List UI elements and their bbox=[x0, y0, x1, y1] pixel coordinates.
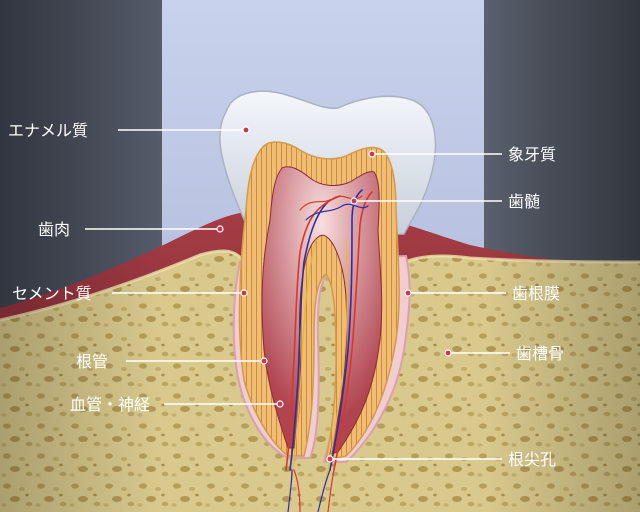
label-cementum: セメント質 bbox=[12, 284, 92, 303]
vessels-nerves bbox=[285, 189, 373, 512]
label-alveolar-bone: 歯槽骨 bbox=[516, 344, 564, 363]
leader-lines bbox=[85, 129, 510, 460]
leader-dots bbox=[216, 126, 452, 463]
shade-left bbox=[0, 0, 162, 512]
label-vessels-nerves: 血管・神経 bbox=[70, 395, 150, 414]
label-periodontal-ligament: 歯根膜 bbox=[512, 284, 560, 303]
label-enamel: エナメル質 bbox=[8, 121, 88, 140]
label-apical-foramen: 根尖孔 bbox=[508, 450, 556, 469]
shade-right bbox=[484, 0, 640, 512]
label-pulp: 歯髄 bbox=[508, 192, 540, 211]
label-gingiva: 歯肉 bbox=[38, 220, 70, 239]
label-dentin: 象牙質 bbox=[508, 145, 556, 164]
label-root-canal: 根管 bbox=[76, 352, 108, 371]
